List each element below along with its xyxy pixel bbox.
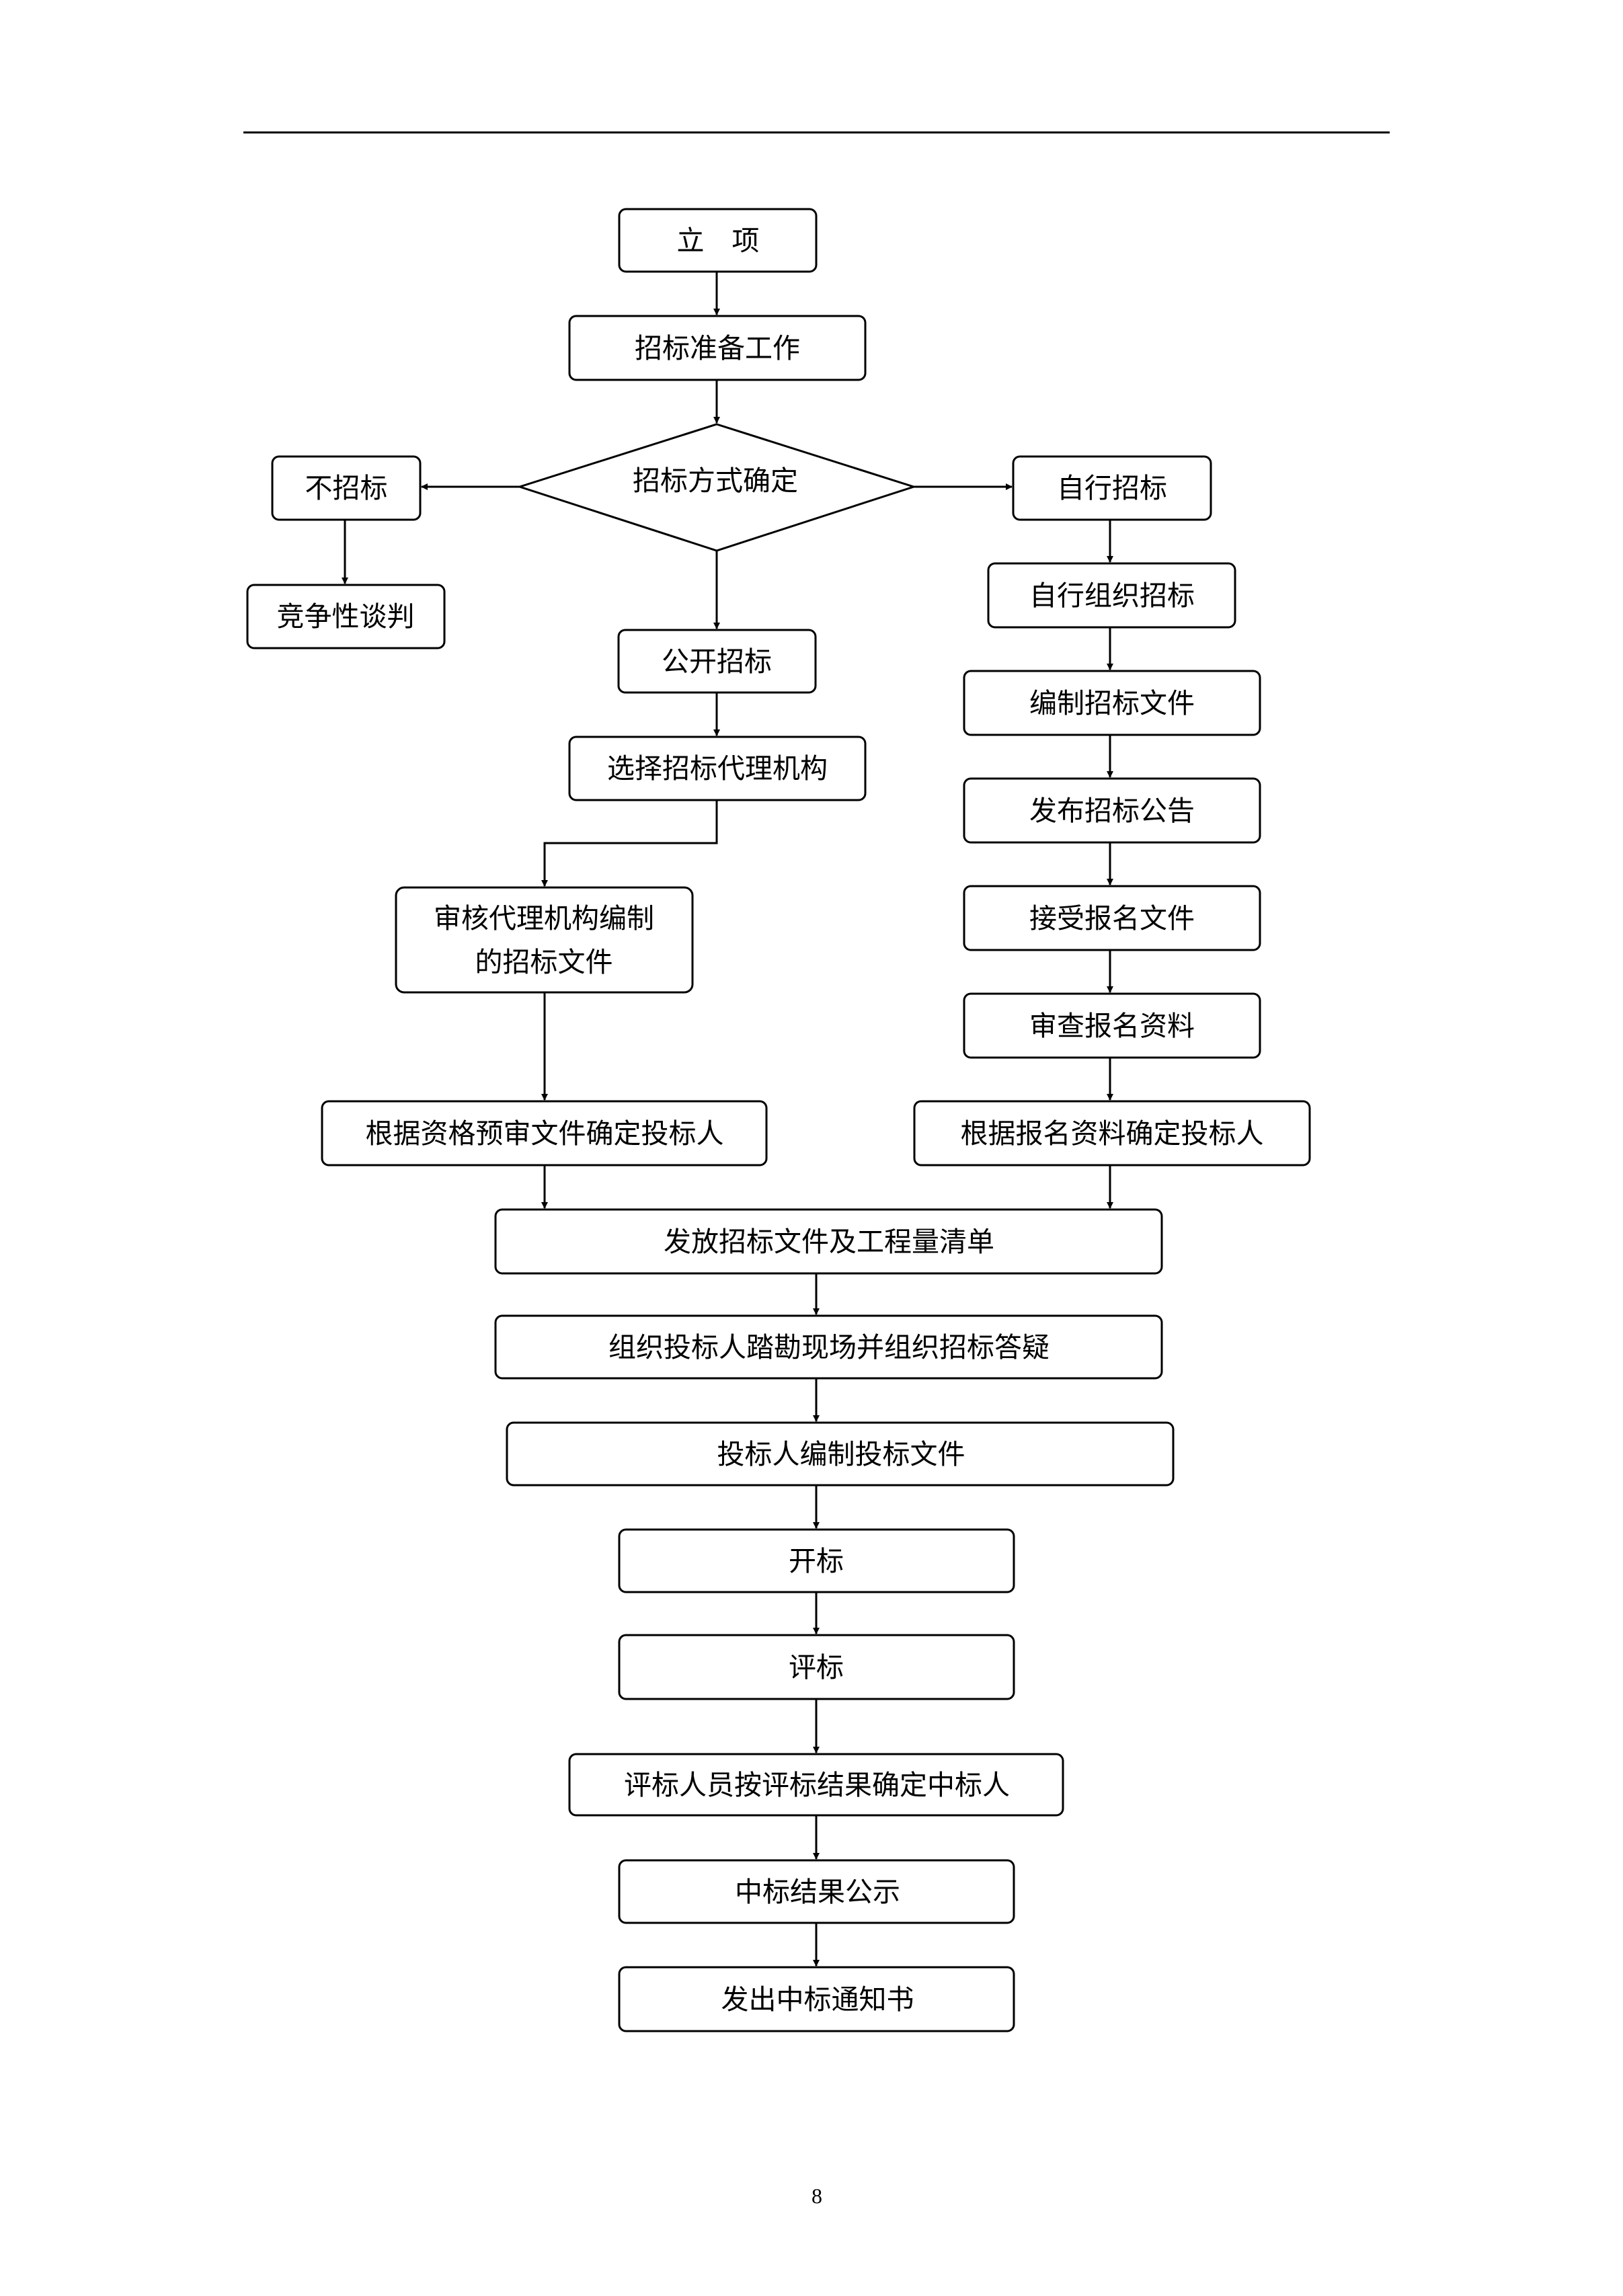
node-bid-evaluation-label: 评标 [789, 1651, 844, 1684]
node-compile-docs-label: 编制招标文件 [1029, 687, 1195, 719]
node-bid-evaluation-box [618, 1634, 1015, 1700]
node-publish-notice-box [963, 777, 1261, 844]
arrow-select-agency-to-review [541, 800, 718, 887]
node-issue-notice-label: 发出中标通知书 [721, 1983, 914, 2016]
node-select-agency-box [568, 736, 867, 801]
node-publish-result-box [618, 1859, 1015, 1924]
node-public-bid-label: 公开招标 [662, 645, 772, 678]
node-no-bid-box [271, 455, 422, 521]
node-confirm-by-prequal-label: 根据资格预审文件确定投标人 [366, 1117, 724, 1150]
node-select-agency-label: 选择招标代理机构 [607, 752, 828, 785]
node-accept-registration-label: 接受报名文件 [1029, 902, 1195, 935]
node-review-registration-label: 审查报名资料 [1029, 1010, 1195, 1042]
node-bid-opening-box [618, 1528, 1015, 1593]
node-review-registration-box [963, 992, 1261, 1059]
node-no-bid-label: 不招标 [305, 472, 388, 504]
node-bidder-prepare-box [506, 1421, 1175, 1487]
node-determine-winner-label: 评标人员按评标结果确定中标人 [624, 1769, 1010, 1801]
node-bid-opening-label: 开标 [789, 1545, 844, 1577]
node-negotiation-label: 竞争性谈判 [277, 600, 415, 633]
node-issue-notice-box [618, 1966, 1015, 2032]
node-publish-result-label: 中标结果公示 [735, 1876, 900, 1908]
node-determine-winner-box [568, 1753, 1064, 1817]
node-accept-registration-box [963, 885, 1261, 951]
node-labels: 立 项 招标准备工作 招标方式确定 不招标 竞争性谈判 公开招标 选择招标代理机… [277, 225, 1264, 2016]
node-self-bid-label: 自行招标 [1057, 472, 1167, 504]
node-bidder-prepare-label: 投标人编制投标文件 [717, 1438, 965, 1470]
node-issue-docs-label: 发放招标文件及工程量清单 [664, 1226, 994, 1258]
node-site-visit-box [494, 1314, 1163, 1380]
node-publish-notice-label: 发布招标公告 [1029, 795, 1195, 827]
page-number: 8 [812, 2184, 822, 2208]
node-self-bid-box [1012, 455, 1212, 521]
node-negotiation-box [246, 584, 446, 649]
node-issue-docs-box [494, 1208, 1163, 1275]
node-start-box [618, 208, 818, 273]
node-confirm-by-prequal-box [321, 1100, 768, 1166]
node-self-organize-label: 自行组织招标 [1029, 580, 1195, 612]
connectors [342, 272, 1113, 1967]
nodes [246, 208, 1311, 2032]
node-site-visit-label: 组织投标人踏勘现场并组织招标答疑 [608, 1331, 1050, 1363]
node-confirm-by-registration-label: 根据报名资料确定投标人 [961, 1117, 1264, 1150]
node-confirm-by-registration-box [913, 1100, 1311, 1166]
node-public-bid-box [617, 629, 817, 694]
node-self-organize-box [987, 562, 1236, 629]
node-decision-diamond [516, 423, 917, 552]
node-start-label: 立 项 [677, 225, 760, 257]
node-decision-label: 招标方式确定 [633, 465, 798, 497]
node-review-agency-docs-box [395, 886, 694, 994]
node-prep-label: 招标准备工作 [635, 332, 800, 364]
node-review-agency-docs-line-1: 审核代理机构编制 [434, 902, 654, 935]
node-compile-docs-box [963, 670, 1261, 736]
node-prep-box [568, 315, 867, 381]
node-review-agency-docs-line-2: 的招标文件 [475, 946, 613, 978]
